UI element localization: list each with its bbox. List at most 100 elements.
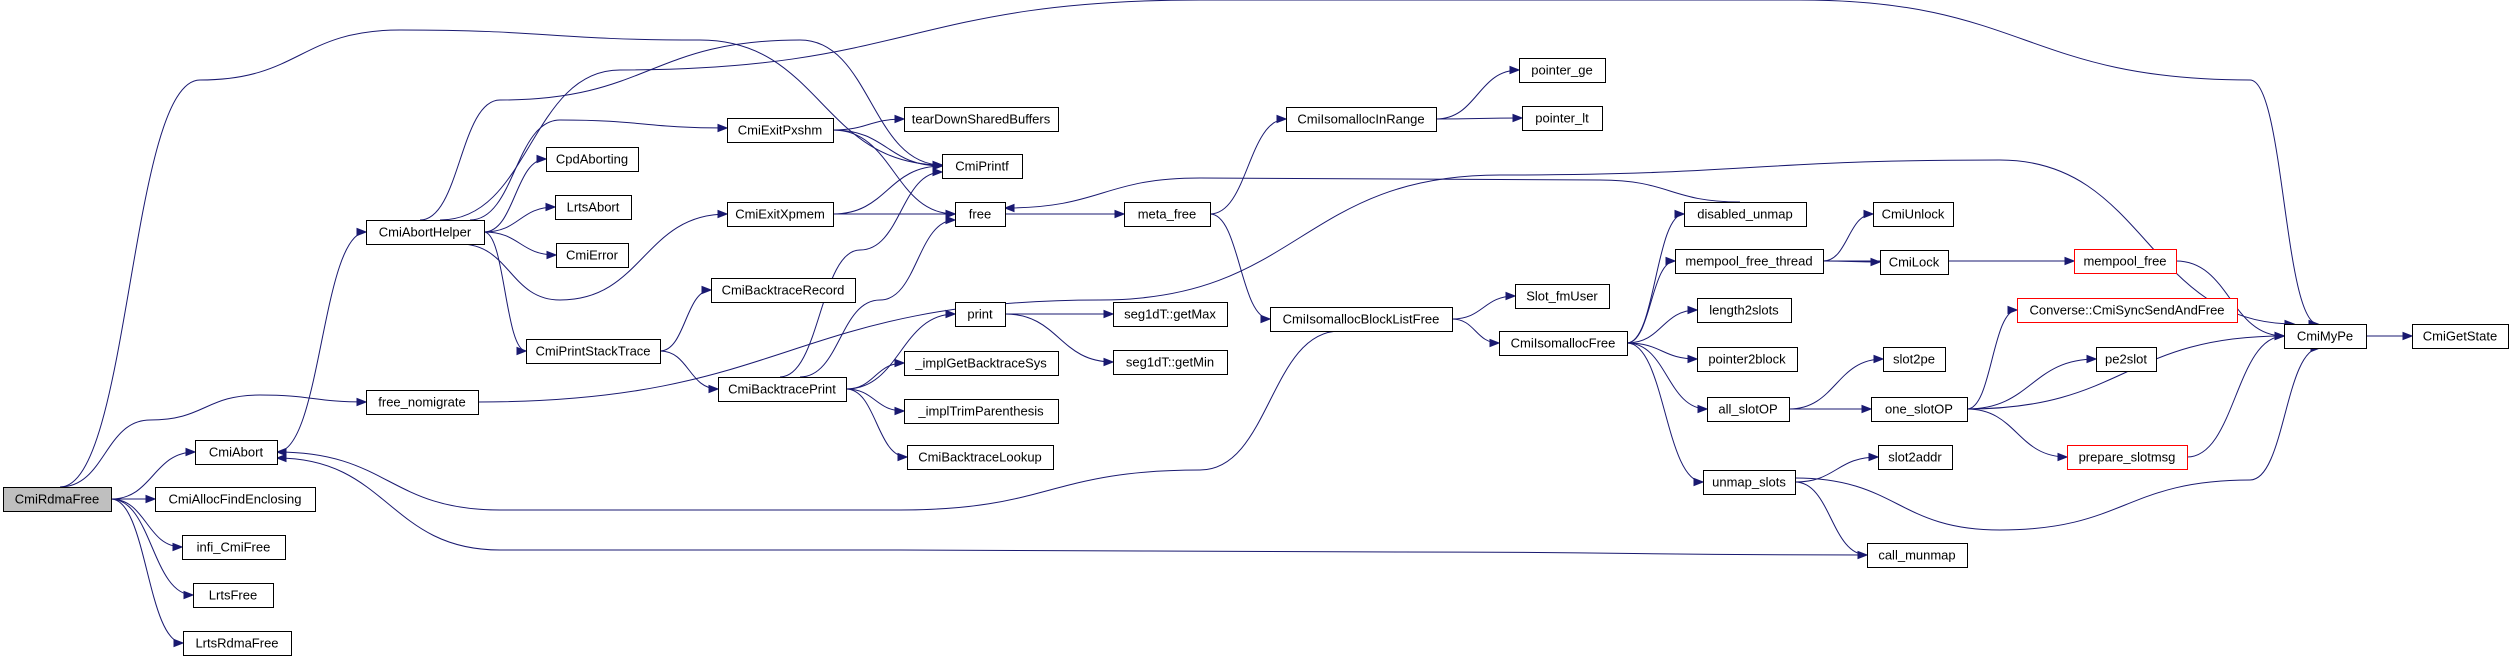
node-box[interactable] [193,583,274,608]
node-lrtsfree[interactable]: LrtsFree [193,583,274,608]
node-box[interactable] [2074,249,2177,274]
node-one-slotop[interactable]: one_slotOP [1871,397,1968,422]
node-box[interactable] [2096,347,2157,372]
node-box[interactable] [955,302,1006,327]
node-converse-cmisyncsendandfree[interactable]: Converse::CmiSyncSendAndFree [2017,298,2238,323]
node-cmiexitpxshm[interactable]: CmiExitPxshm [727,118,834,143]
node-cmigetstate[interactable]: CmiGetState [2412,324,2509,349]
node-box[interactable] [1113,302,1228,327]
node-box[interactable] [904,107,1059,132]
node-box[interactable] [1124,202,1211,227]
node-slot2addr[interactable]: slot2addr [1878,445,1953,470]
node-box[interactable] [182,535,286,560]
node-cmibacktraceprint[interactable]: CmiBacktracePrint [718,377,847,402]
node-call-munmap[interactable]: call_munmap [1867,543,1968,568]
node-box[interactable] [711,278,856,303]
node-pointer-lt[interactable]: pointer_lt [1522,106,1603,131]
node-box[interactable] [1519,58,1606,83]
node-box[interactable] [366,390,479,415]
node-box[interactable] [904,351,1059,376]
node-pe2slot[interactable]: pe2slot [2096,347,2157,372]
node-cmierror[interactable]: CmiError [556,243,629,268]
node-box[interactable] [2017,298,2238,323]
node-box[interactable] [942,154,1023,179]
node-box[interactable] [1707,397,1790,422]
node-prepare-slotmsg[interactable]: prepare_slotmsg [2067,445,2188,470]
node-cmimype[interactable]: CmiMyPe [2284,324,2367,349]
node-teardownsharedbuffers[interactable]: tearDownSharedBuffers [904,107,1059,132]
node-box[interactable] [1873,202,1954,227]
node-seg1dt-getmin[interactable]: seg1dT::getMin [1113,350,1228,375]
node--implgetbacktracesys[interactable]: _implGetBacktraceSys [904,351,1059,376]
node-cmiisomallocblocklistfree[interactable]: CmiIsomallocBlockListFree [1270,307,1453,332]
node-box[interactable] [1880,250,1949,275]
node-slot2pe[interactable]: slot2pe [1883,347,1946,372]
node-cmiabort[interactable]: CmiAbort [195,440,278,465]
node-box[interactable] [727,118,834,143]
node-box[interactable] [3,487,112,512]
node-seg1dt-getmax[interactable]: seg1dT::getMax [1113,302,1228,327]
node-cmibacktracelookup[interactable]: CmiBacktraceLookup [907,445,1054,470]
node-box[interactable] [907,445,1054,470]
node--impltrimparenthesis[interactable]: _implTrimParenthesis [904,399,1059,424]
node-box[interactable] [1703,470,1796,495]
node-box[interactable] [1697,347,1798,372]
node-length2slots[interactable]: length2slots [1697,298,1792,323]
node-cmiprintf[interactable]: CmiPrintf [942,154,1023,179]
node-cmirdmafree[interactable]: CmiRdmaFree [3,487,112,512]
node-box[interactable] [183,631,292,656]
node-all-slotop[interactable]: all_slotOP [1707,397,1790,422]
node-cmiallocfindenclosing[interactable]: CmiAllocFindEnclosing [155,487,316,512]
node-mempool-free[interactable]: mempool_free [2074,249,2177,274]
node-cmibacktracerecord[interactable]: CmiBacktraceRecord [711,278,856,303]
node-box[interactable] [955,202,1006,227]
node-box[interactable] [904,399,1059,424]
node-free-nomigrate[interactable]: free_nomigrate [366,390,479,415]
node-box[interactable] [1270,307,1453,332]
node-lrtsabort[interactable]: LrtsAbort [555,195,632,220]
node-box[interactable] [556,243,629,268]
node-box[interactable] [727,202,834,227]
node-slot-fmuser[interactable]: Slot_fmUser [1515,284,1610,309]
node-box[interactable] [366,220,485,245]
node-free[interactable]: free [955,202,1006,227]
node-cmiunlock[interactable]: CmiUnlock [1873,202,1954,227]
node-box[interactable] [1883,347,1946,372]
node-box[interactable] [1499,331,1628,356]
node-box[interactable] [195,440,278,465]
node-cmiisomallocfree[interactable]: CmiIsomallocFree [1499,331,1628,356]
node-box[interactable] [546,147,639,172]
node-cpdaborting[interactable]: CpdAborting [546,147,639,172]
node-cmiprintstacktrace[interactable]: CmiPrintStackTrace [526,339,661,364]
node-box[interactable] [2067,445,2188,470]
node-infi-cmifree[interactable]: infi_CmiFree [182,535,286,560]
node-box[interactable] [2284,324,2367,349]
node-lrtsrdmafree[interactable]: LrtsRdmaFree [183,631,292,656]
node-box[interactable] [1871,397,1968,422]
node-box[interactable] [155,487,316,512]
node-box[interactable] [1515,284,1610,309]
node-box[interactable] [718,377,847,402]
node-cmiaborthelper[interactable]: CmiAbortHelper [366,220,485,245]
node-print[interactable]: print [955,302,1006,327]
node-box[interactable] [1697,298,1792,323]
node-box[interactable] [1878,445,1953,470]
node-box[interactable] [1675,249,1824,274]
node-unmap-slots[interactable]: unmap_slots [1703,470,1796,495]
node-box[interactable] [1113,350,1228,375]
node-box[interactable] [1522,106,1603,131]
node-cmilock[interactable]: CmiLock [1880,250,1949,275]
node-box[interactable] [1867,543,1968,568]
node-pointer-ge[interactable]: pointer_ge [1519,58,1606,83]
node-cmiisomallocinrange[interactable]: CmiIsomallocInRange [1286,107,1437,132]
node-box[interactable] [526,339,661,364]
node-mempool-free-thread[interactable]: mempool_free_thread [1675,249,1824,274]
node-pointer2block[interactable]: pointer2block [1697,347,1798,372]
node-disabled-unmap[interactable]: disabled_unmap [1684,202,1807,227]
node-box[interactable] [1286,107,1437,132]
node-box[interactable] [2412,324,2509,349]
node-box[interactable] [1684,202,1807,227]
node-cmiexitxpmem[interactable]: CmiExitXpmem [727,202,834,227]
node-box[interactable] [555,195,632,220]
node-meta-free[interactable]: meta_free [1124,202,1211,227]
